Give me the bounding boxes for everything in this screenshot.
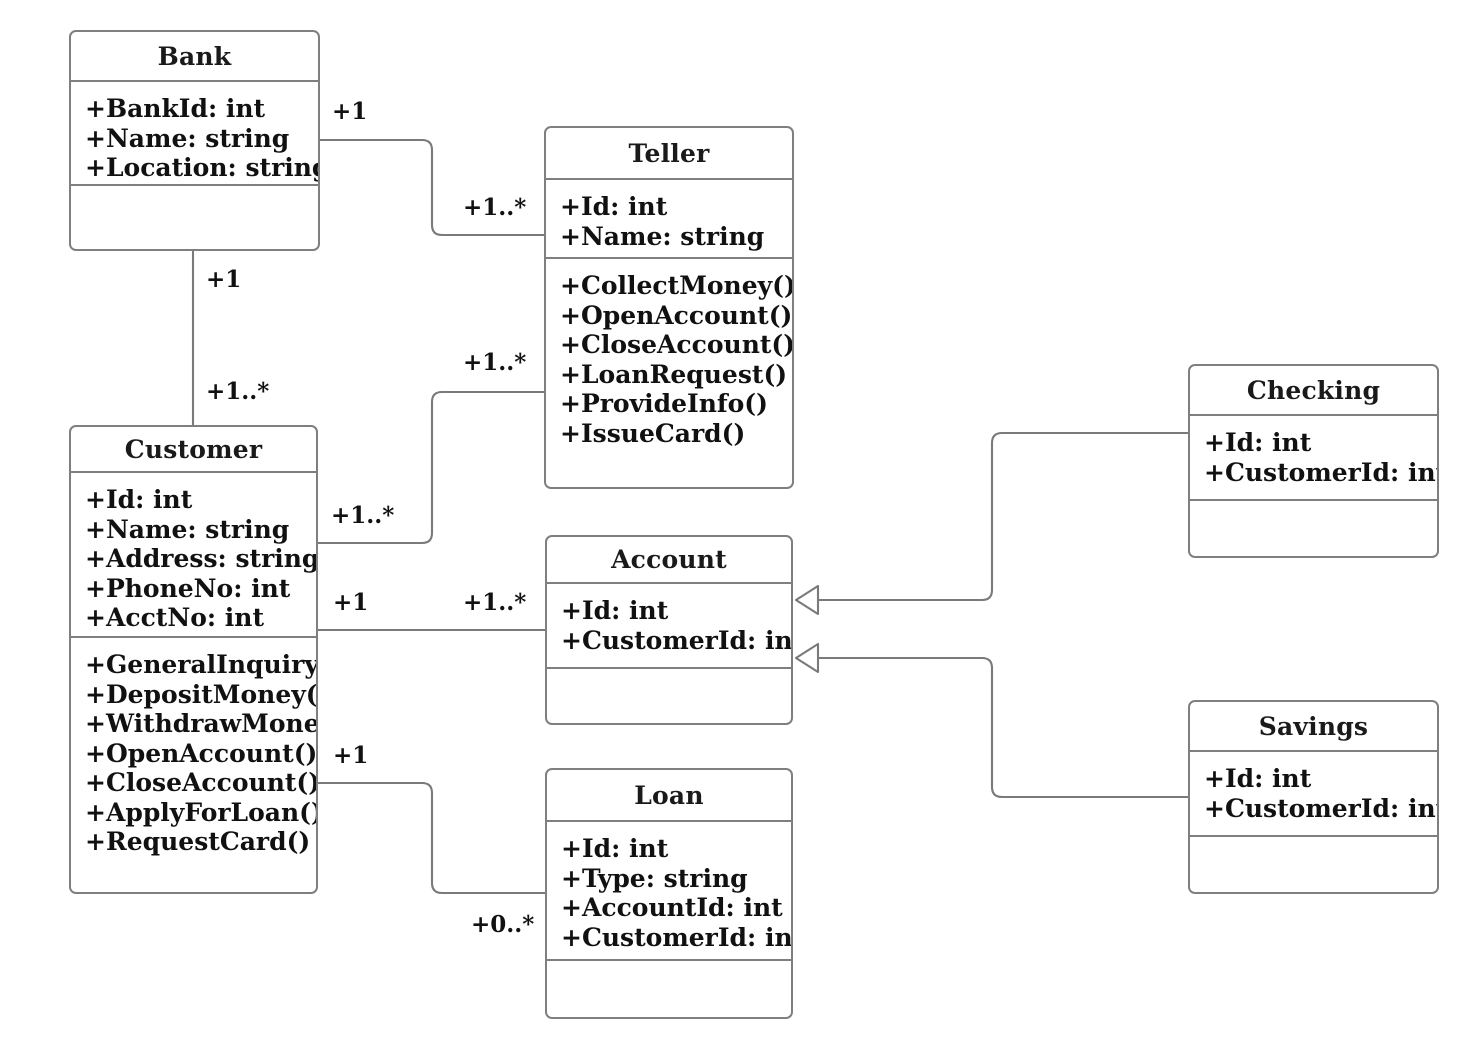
arrow-checking-to-account [794, 584, 820, 616]
class-name-bank: Bank [71, 32, 318, 82]
uml-class-checking[interactable]: Checking+Id: int+CustomerId: int [1188, 364, 1439, 558]
attribute: +Name: string [85, 514, 290, 544]
attribute: +Name: string [85, 123, 290, 153]
operation: +CollectMoney() [560, 271, 794, 300]
attributes-compartment-savings: +Id: int+CustomerId: int [1190, 752, 1437, 837]
attribute: +Type: string [561, 863, 748, 893]
operation: +GeneralInquiry() [85, 650, 318, 679]
arrow-savings-to-account [794, 642, 820, 674]
operation: +ProvideInfo() [560, 389, 768, 418]
operation: +CloseAccount() [85, 768, 318, 797]
attribute: +Id: int [561, 596, 669, 625]
operations-compartment-checking [1190, 501, 1437, 523]
multiplicity-label-m-cust-account-tgt: +1..* [463, 589, 527, 616]
multiplicity-label-m-bank-teller-src: +1 [332, 98, 368, 125]
relationship-customer-teller[interactable] [318, 390, 544, 545]
uml-class-loan[interactable]: Loan+Id: int+Type: string+AccountId: int… [545, 768, 793, 1019]
operations-compartment-teller: +CollectMoney()+OpenAccount()+CloseAccou… [546, 259, 792, 458]
relationship-customer-loan[interactable] [318, 781, 545, 895]
operations-compartment-customer: +GeneralInquiry()+DepositMoney()+Withdra… [71, 638, 316, 867]
multiplicity-label-m-cust-loan-tgt: +0..* [471, 911, 535, 938]
operation: +CloseAccount() [560, 330, 794, 359]
relationship-bank-teller[interactable] [320, 138, 544, 237]
operation: +OpenAccount() [560, 300, 793, 330]
attribute: +PhoneNo: int [85, 573, 291, 603]
operation: +RequestCard() [85, 827, 311, 856]
attribute: +Address: string [85, 544, 318, 573]
attribute: +AccountId: int [561, 893, 783, 922]
multiplicity-label-m-bank-customer-tgt: +1..* [206, 378, 270, 405]
multiplicity-label-m-bank-teller-tgt: +1..* [463, 194, 527, 221]
multiplicity-label-m-cust-teller-src: +1..* [331, 502, 395, 529]
uml-class-customer[interactable]: Customer+Id: int+Name: string+Address: s… [69, 425, 318, 894]
class-name-account: Account [547, 537, 791, 584]
attributes-compartment-account: +Id: int+CustomerId: int [547, 584, 791, 669]
attribute: +CustomerId: int [561, 625, 793, 655]
attribute: +Id: int [1204, 428, 1312, 457]
class-name-teller: Teller [546, 128, 792, 180]
operation: +DepositMoney() [85, 679, 318, 709]
operation: +WithdrawMoney() [85, 709, 316, 738]
attributes-compartment-customer: +Id: int+Name: string+Address: string+Ph… [71, 473, 316, 638]
operations-compartment-loan [547, 961, 791, 983]
attributes-compartment-loan: +Id: int+Type: string+AccountId: int+Cus… [547, 822, 791, 961]
attribute: +BankId: int [85, 94, 266, 123]
attribute: +Location: string [85, 153, 320, 182]
operation: +ApplyForLoan() [85, 797, 318, 827]
operations-compartment-account [547, 669, 791, 691]
attribute: +Id: int [561, 834, 669, 863]
attribute: +Name: string [560, 221, 765, 251]
operations-compartment-savings [1190, 837, 1437, 859]
attribute: +CustomerId: int [1204, 793, 1439, 823]
operation: +IssueCard() [560, 418, 746, 448]
attribute: +Id: int [85, 485, 193, 514]
multiplicity-label-m-cust-teller-tgt: +1..* [463, 349, 527, 376]
attributes-compartment-checking: +Id: int+CustomerId: int [1190, 416, 1437, 501]
multiplicity-label-m-cust-loan-src: +1 [333, 742, 369, 769]
uml-class-teller[interactable]: Teller+Id: int+Name: string+CollectMoney… [544, 126, 794, 489]
attribute: +CustomerId: int [1204, 457, 1439, 487]
attribute: +AcctNo: int [85, 603, 265, 632]
uml-class-bank[interactable]: Bank+BankId: int+Name: string+Location: … [69, 30, 320, 251]
attributes-compartment-bank: +BankId: int+Name: string+Location: stri… [71, 82, 318, 186]
operation: +LoanRequest() [560, 359, 788, 389]
operation: +OpenAccount() [85, 738, 318, 768]
relationship-checking-account[interactable] [818, 431, 1188, 602]
attribute: +CustomerId: int [561, 922, 793, 952]
operations-compartment-bank [71, 186, 318, 208]
attribute: +Id: int [1204, 764, 1312, 793]
class-name-checking: Checking [1190, 366, 1437, 416]
attributes-compartment-teller: +Id: int+Name: string [546, 180, 792, 259]
class-name-customer: Customer [71, 427, 316, 473]
class-name-loan: Loan [547, 770, 791, 822]
multiplicity-label-m-bank-customer-src: +1 [206, 266, 242, 293]
class-name-savings: Savings [1190, 702, 1437, 752]
attribute: +Id: int [560, 192, 668, 221]
multiplicity-label-m-cust-account-src: +1 [333, 589, 369, 616]
relationship-savings-account[interactable] [818, 656, 1188, 799]
uml-class-account[interactable]: Account+Id: int+CustomerId: int [545, 535, 793, 725]
uml-class-savings[interactable]: Savings+Id: int+CustomerId: int [1188, 700, 1439, 894]
